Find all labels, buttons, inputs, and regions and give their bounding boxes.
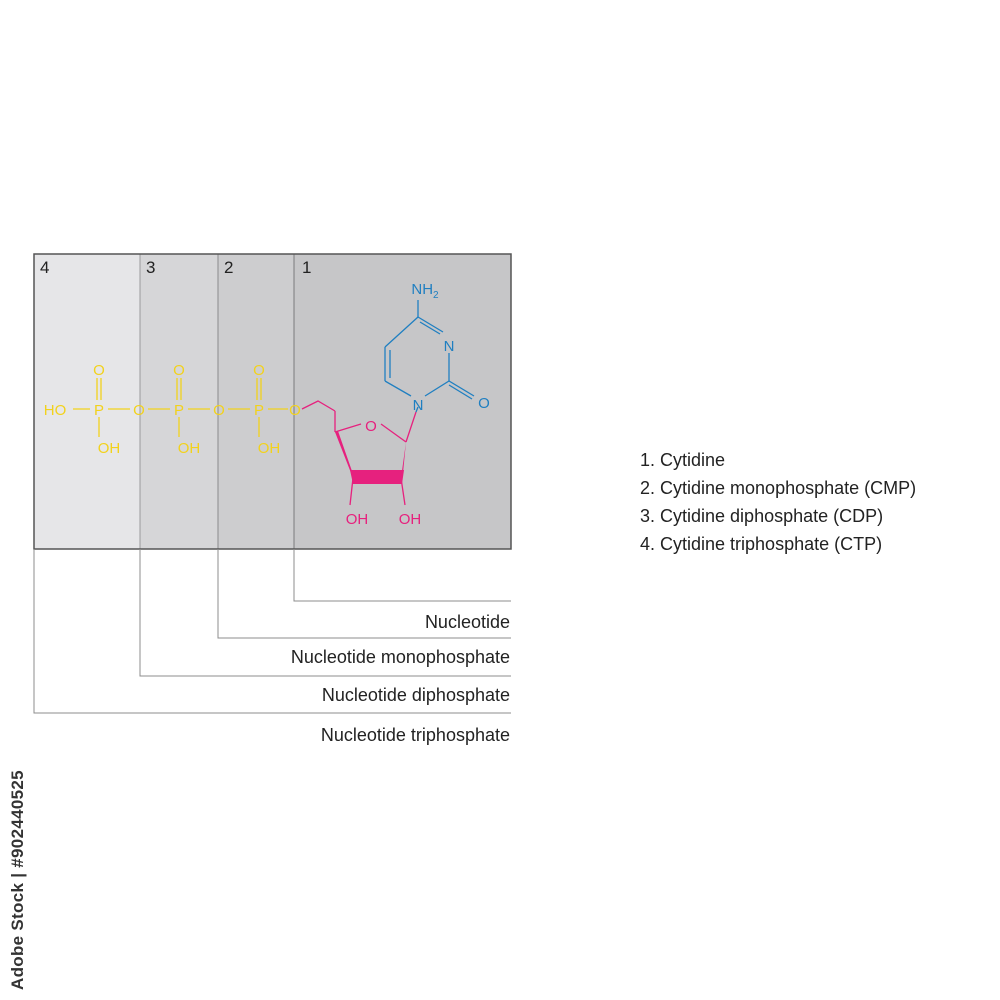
ribose-ring-o: O [365, 418, 377, 435]
phosphate-oh-2: OH [178, 440, 201, 457]
box-number-1: 1 [302, 258, 311, 277]
label-nucleotide: Nucleotide [425, 612, 510, 632]
outer-box-border [33, 253, 512, 550]
box-number-2: 2 [224, 258, 233, 277]
bracket-lines [33, 549, 511, 714]
stock-watermark-text: Adobe Stock | #902440525 [8, 770, 27, 990]
legend-item-1: 1. Cytidine [640, 450, 726, 470]
legend-item-3: 3. Cytidine diphosphate (CDP) [640, 506, 884, 526]
base-nh2: NH2 [411, 281, 439, 301]
phosphate-o-bridge-2: O [213, 402, 225, 419]
legend: 1. Cytidine 2. Cytidine monophosphate (C… [640, 446, 916, 558]
ribose-sugar: O OH OH [301, 400, 422, 528]
base-n1: N [413, 397, 424, 414]
phosphate-oh-3: OH [258, 440, 281, 457]
label-nucleotide-triphosphate: Nucleotide triphosphate [321, 725, 510, 745]
base-n3: N [444, 338, 455, 355]
phosphate-p-beta: P [174, 402, 184, 419]
phosphate-p-gamma: P [94, 402, 104, 419]
ribose-oh-3: OH [399, 511, 422, 528]
phosphate-o-bridge-1: O [133, 402, 145, 419]
phosphate-chain: HO P O P O P O O O O OH OH OH [44, 362, 301, 457]
legend-item-2: 2. Cytidine monophosphate (CMP) [640, 478, 917, 498]
box-number-3: 3 [146, 258, 155, 277]
ribose-oh-2: OH [346, 511, 369, 528]
legend-item-4: 4. Cytidine triphosphate (CTP) [640, 534, 883, 554]
box-1-nucleoside [294, 254, 511, 549]
label-nucleotide-monophosphate: Nucleotide monophosphate [291, 647, 510, 667]
phosphate-ho: HO [44, 402, 67, 419]
phosphate-p-alpha: P [254, 402, 264, 419]
phosphate-o-bridge-3: O [289, 402, 301, 419]
box-number-4: 4 [40, 258, 49, 277]
phosphate-o-double-1: O [93, 362, 105, 379]
base-carbonyl-o: O [478, 395, 490, 412]
phosphate-o-double-3: O [253, 362, 265, 379]
phosphate-o-double-2: O [173, 362, 185, 379]
phosphate-oh-1: OH [98, 440, 121, 457]
cytosine-base: NH2 N N O [384, 281, 490, 414]
label-nucleotide-diphosphate: Nucleotide diphosphate [322, 685, 510, 705]
